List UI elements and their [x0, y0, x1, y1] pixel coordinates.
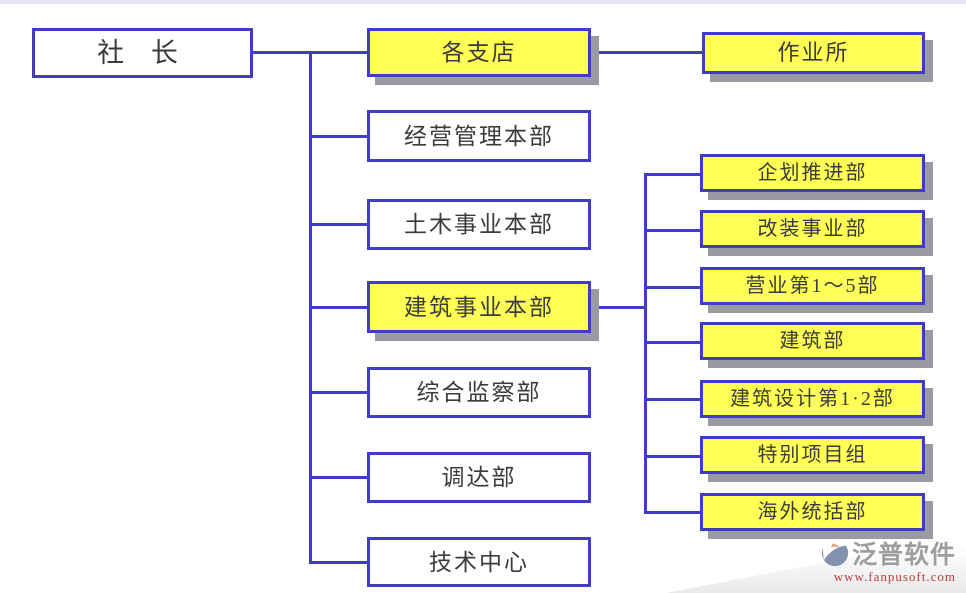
top-edge-band [0, 0, 966, 4]
org-node-label: 海外统括部 [757, 501, 868, 523]
connector-branch-tech [309, 561, 367, 564]
connector-branchoffice-to-worksite [591, 51, 702, 54]
connector-branch-dept-0 [644, 173, 700, 176]
org-node-label: 作业所 [777, 40, 850, 65]
org-node-label: 特别项目组 [757, 444, 868, 466]
org-node-label: 建筑设计第1·2部 [730, 388, 895, 410]
connector-branch-dept-6 [644, 511, 700, 514]
org-node-label: 技术中心 [429, 549, 529, 575]
org-node-management-hq: 经营管理本部 [367, 110, 591, 162]
org-node-label: 企划推进部 [757, 162, 868, 184]
connector-branch-construction [309, 306, 367, 309]
watermark-brand-text: 泛普软件 [851, 542, 956, 569]
org-node-construction-hq: 建筑事业本部 [367, 281, 591, 333]
org-node-special-projects: 特别项目组 [700, 436, 925, 474]
fanpu-logo-icon [820, 538, 850, 568]
org-node-general-audit: 综合监察部 [367, 367, 591, 418]
watermark: 泛普软件 www.fanpusoft.com [820, 535, 956, 585]
org-node-worksite: 作业所 [702, 32, 925, 74]
org-node-branch-offices: 各支店 [367, 28, 591, 77]
org-node-label: 营业第1～5部 [745, 275, 880, 297]
connector-branch-mgmt [309, 135, 367, 138]
org-node-label: 经营管理本部 [404, 123, 554, 149]
org-node-construction-dept: 建筑部 [700, 322, 925, 360]
org-node-procurement: 调达部 [367, 452, 591, 503]
org-node-architectural-design: 建筑设计第1·2部 [700, 380, 925, 418]
connector-construction-to-trunk [591, 306, 647, 309]
connector-branch-dept-2 [644, 286, 700, 289]
org-node-label: 建筑事业本部 [404, 294, 554, 320]
org-node-technology-center: 技术中心 [367, 537, 591, 587]
connector-branch-dept-4 [644, 398, 700, 401]
connector-branch-procurement [309, 476, 367, 479]
org-node-renovation: 改装事业部 [700, 210, 925, 248]
org-node-president: 社 长 [32, 28, 253, 78]
org-node-label: 综合监察部 [416, 380, 542, 405]
org-node-overseas: 海外统括部 [700, 493, 925, 531]
watermark-url-text: www.fanpusoft.com [833, 569, 956, 584]
org-node-label: 调达部 [441, 465, 517, 490]
connector-branch-civil [309, 223, 367, 226]
org-node-planning-promotion: 企划推进部 [700, 154, 925, 192]
connector-branch-dept-3 [644, 341, 700, 344]
connector-branch-dept-5 [644, 455, 700, 458]
org-node-civil-engineering-hq: 土木事业本部 [367, 199, 591, 250]
org-node-sales-1-5: 营业第1～5部 [700, 267, 925, 305]
connector-branch-audit [309, 391, 367, 394]
org-node-label: 改装事业部 [757, 218, 868, 240]
org-node-label: 社 长 [97, 37, 188, 68]
org-node-label: 建筑部 [779, 330, 846, 352]
connector-branch-dept-1 [644, 229, 700, 232]
org-node-label: 各支店 [441, 40, 517, 65]
org-node-label: 土木事业本部 [404, 212, 554, 237]
